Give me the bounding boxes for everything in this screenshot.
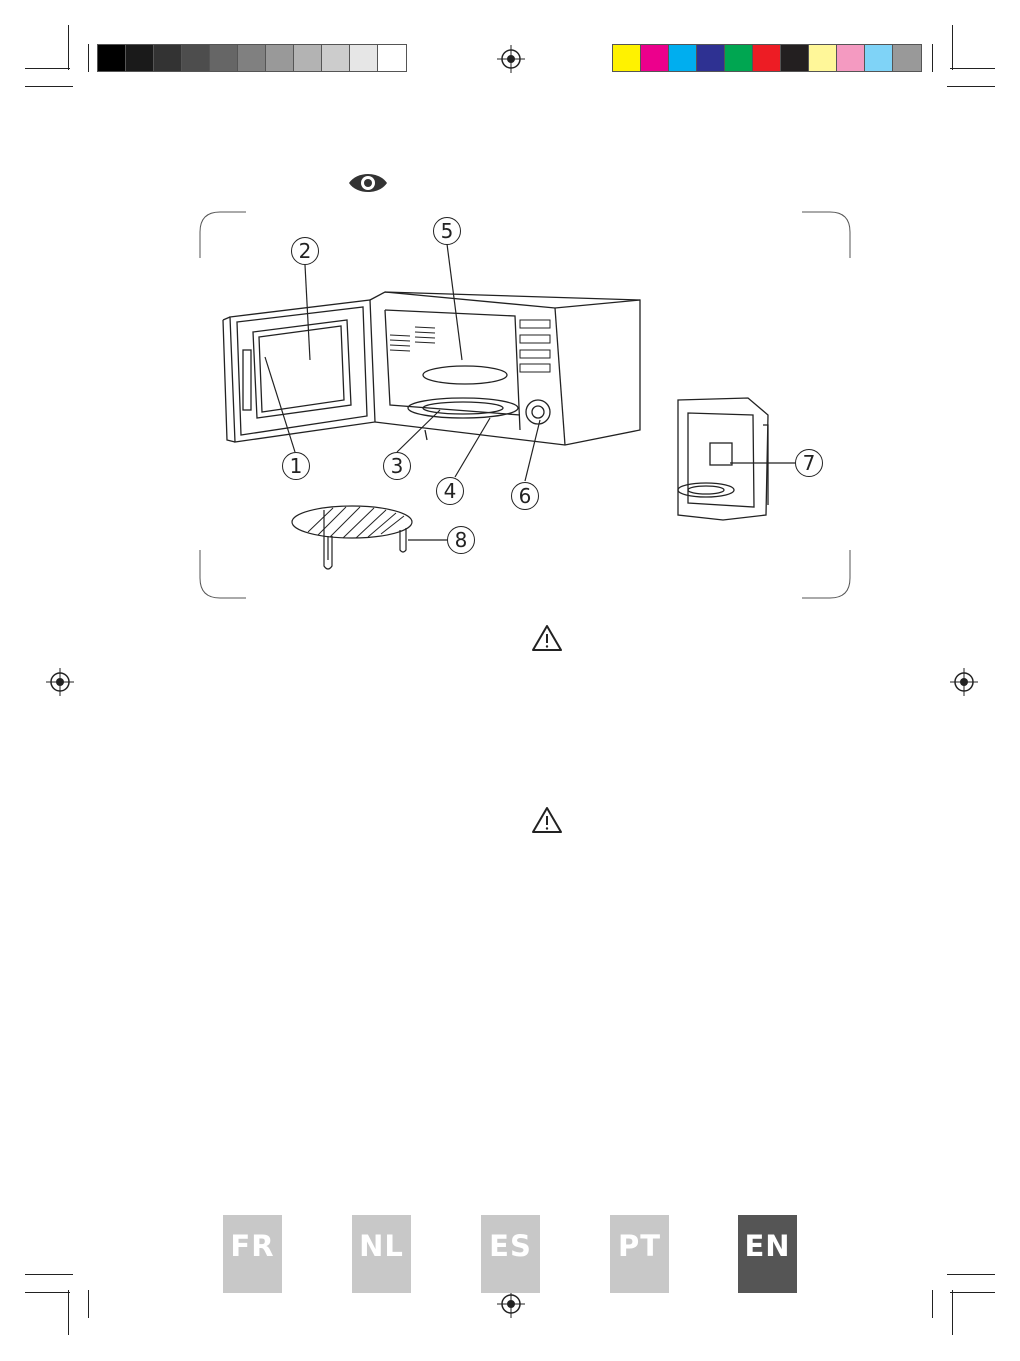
warning-triangle-icon (531, 806, 563, 834)
callout-4: 4 (436, 477, 464, 505)
language-tab-label: PT (618, 1229, 661, 1293)
registration-target-icon (950, 668, 978, 696)
crop-mark (68, 1290, 69, 1335)
language-tab-label: EN (744, 1229, 790, 1293)
crop-mark (25, 1292, 70, 1293)
callout-8: 8 (447, 526, 475, 554)
callout-6: 6 (511, 482, 539, 510)
crop-mark (88, 1290, 89, 1318)
crop-mark (947, 1274, 995, 1275)
crop-mark (932, 1290, 933, 1318)
language-tab-es[interactable]: ES (481, 1215, 540, 1293)
language-tab-label: ES (489, 1229, 532, 1293)
callout-7: 7 (795, 449, 823, 477)
crop-mark (25, 1274, 73, 1275)
crop-mark (950, 1292, 995, 1293)
language-tab-label: NL (359, 1229, 404, 1293)
language-tab-en[interactable]: EN (738, 1215, 797, 1293)
language-tab-fr[interactable]: FR (223, 1215, 282, 1293)
language-tab-label: FR (230, 1229, 274, 1293)
warning-triangle-icon (531, 624, 563, 652)
callout-5: 5 (433, 217, 461, 245)
callout-leaders (0, 0, 1020, 620)
crop-mark (952, 1290, 953, 1335)
registration-target-icon (46, 668, 74, 696)
callout-1: 1 (282, 452, 310, 480)
language-tab-pt[interactable]: PT (610, 1215, 669, 1293)
callout-2: 2 (291, 237, 319, 265)
language-tab-nl[interactable]: NL (352, 1215, 411, 1293)
registration-target-icon (497, 1290, 525, 1318)
callout-3: 3 (383, 452, 411, 480)
